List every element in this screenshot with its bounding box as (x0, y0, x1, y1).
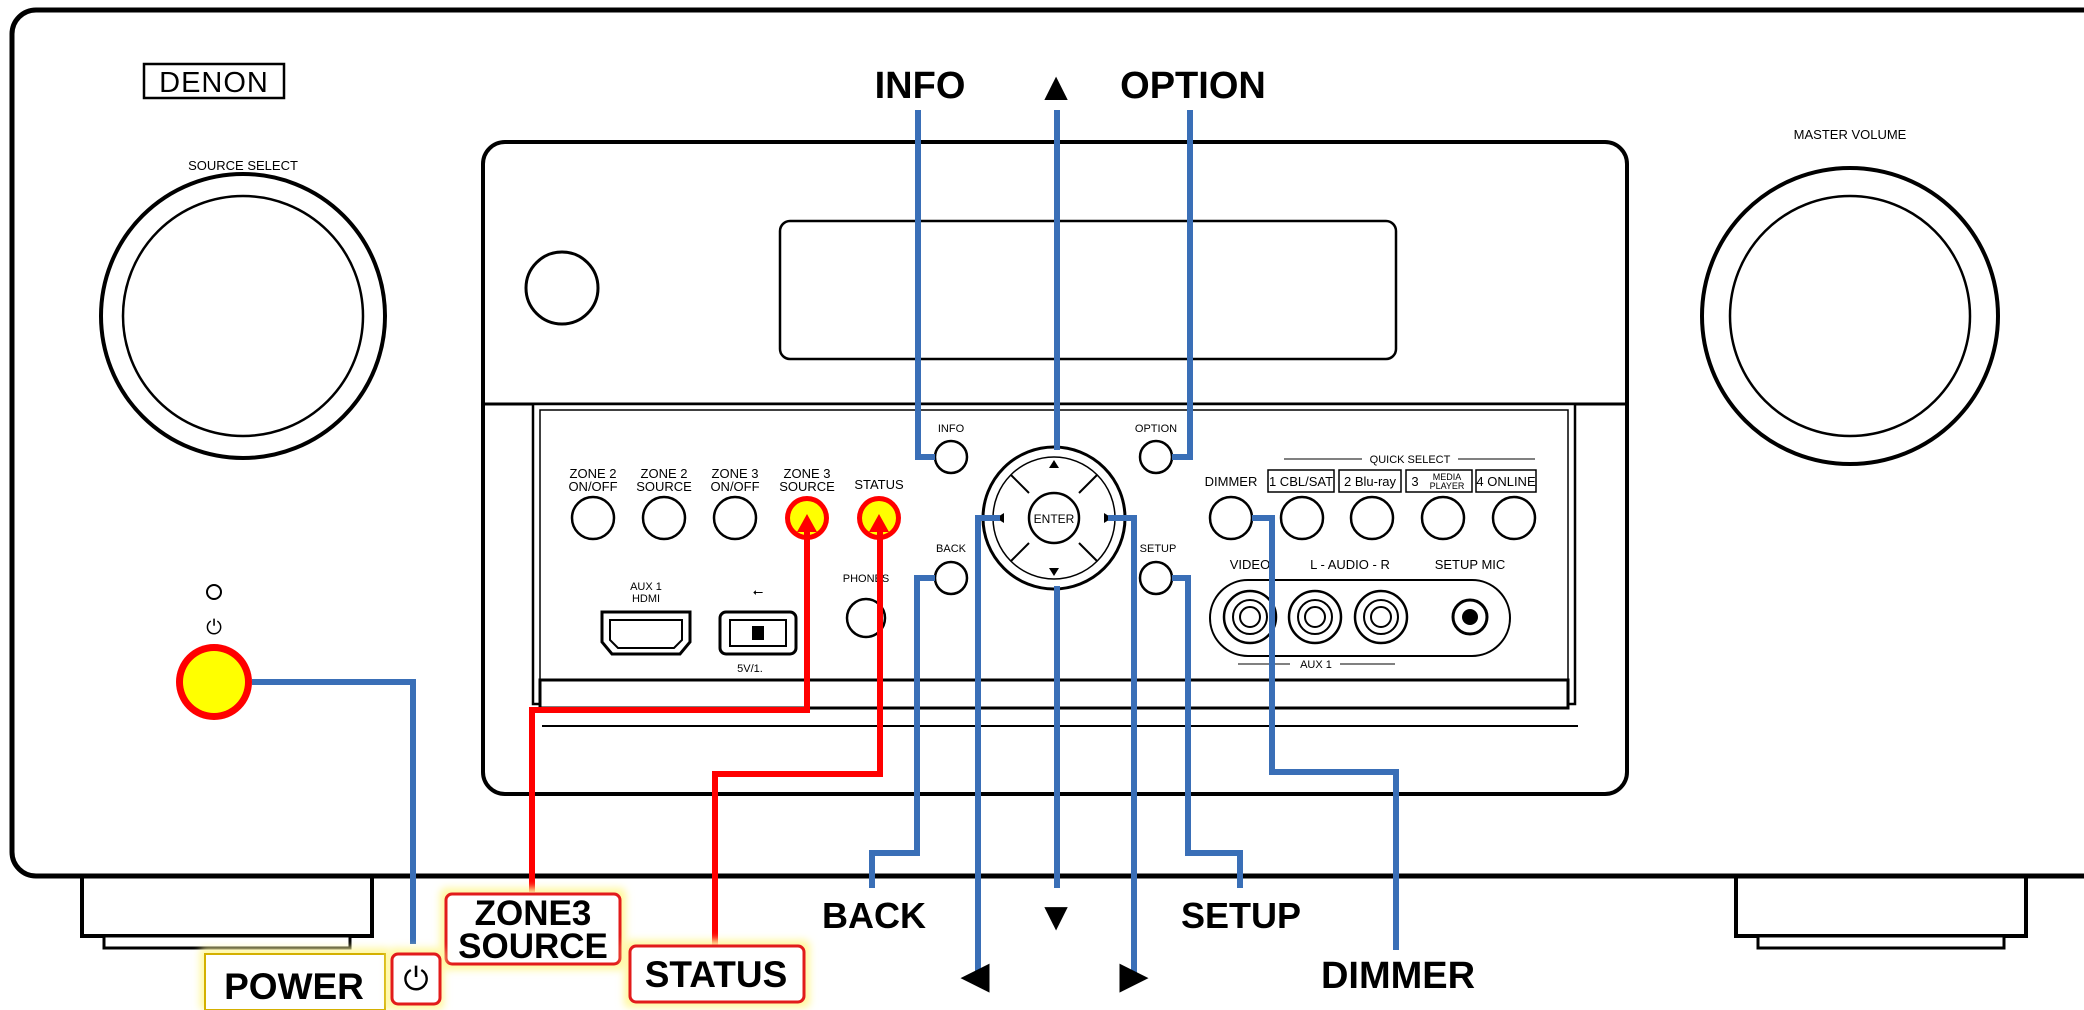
status-button-label: STATUS (854, 477, 904, 492)
leader-zone3-source (529, 528, 810, 892)
zone3-source-label-line1: ZONE 3 (784, 466, 831, 481)
power-indicator-icon: ⏻ (206, 617, 222, 639)
leader-status (712, 528, 883, 946)
aux1-hdmi-port[interactable]: AUX 1 HDMI (600, 581, 692, 656)
back-button[interactable]: BACK (933, 543, 969, 596)
leader-dimmer (1252, 515, 1399, 950)
enter-button-label: ENTER (1034, 512, 1075, 526)
leader-info (915, 110, 935, 460)
nav-down-button[interactable] (1049, 568, 1059, 576)
power-indicator-led (206, 584, 222, 600)
leader-option (1172, 110, 1193, 460)
left-foot (80, 872, 374, 950)
quick-select-4-label: 4 ONLINE (1476, 474, 1536, 489)
setup-mic-label: SETUP MIC (1435, 557, 1506, 572)
callout-status-box: STATUS (624, 940, 810, 1008)
setup-mic-jack[interactable] (1451, 598, 1489, 636)
red-leader-lines (529, 514, 889, 946)
quick-select-1-label: 1 CBL/SAT (1269, 474, 1333, 489)
zone2-onoff-button[interactable]: ZONE 2 ON/OFF (568, 466, 618, 541)
callout-zone3-source-line2: SOURCE (458, 927, 608, 966)
right-foot (1734, 872, 2028, 950)
zone2-source-button[interactable]: ZONE 2 SOURCE (636, 466, 692, 541)
video-jack[interactable] (1222, 589, 1278, 645)
info-button[interactable]: INFO (933, 423, 969, 475)
quick-select-label: QUICK SELECT (1370, 454, 1451, 466)
quick-select-2-button[interactable]: 2 Blu-ray (1338, 469, 1402, 541)
usb-port[interactable]: ⭠ 5V/1. (718, 584, 798, 675)
callout-power-symbol-box: ⏻ (388, 948, 444, 1010)
zone2-onoff-label-line2: ON/OFF (568, 479, 617, 494)
callout-info: INFO (875, 65, 966, 107)
callout-setup: SETUP (1181, 895, 1301, 936)
callout-up-arrow: ▲ (1036, 65, 1076, 109)
enter-button[interactable]: ENTER (1027, 491, 1081, 545)
aux1-group-label: AUX 1 (1300, 659, 1332, 671)
callout-back: BACK (822, 895, 926, 936)
back-button-label: BACK (936, 543, 967, 555)
usb-rating-label: 5V/1. (737, 663, 763, 675)
zone2-source-label-line2: SOURCE (636, 479, 692, 494)
leader-right (1108, 515, 1137, 975)
nav-up-button[interactable] (1049, 460, 1059, 468)
callout-zone3-source-line1: ZONE3 (475, 894, 592, 933)
quick-select-3-label-line2: PLAYER (1430, 481, 1465, 491)
audio-l-jack[interactable] (1287, 589, 1343, 645)
zone3-onoff-button[interactable]: ZONE 3 ON/OFF (710, 466, 760, 541)
usb-icon: ⭠ (753, 584, 763, 599)
source-select-label: SOURCE SELECT (188, 158, 298, 173)
quick-select-1-button[interactable]: 1 CBL/SAT (1267, 469, 1335, 541)
leader-back (869, 575, 935, 888)
zone3-onoff-label-line1: ZONE 3 (712, 466, 759, 481)
callout-dimmer: DIMMER (1321, 955, 1475, 997)
dimmer-button[interactable]: DIMMER (1205, 474, 1258, 541)
zone3-source-label-line2: SOURCE (779, 479, 835, 494)
quick-select-3-label-line1: MEDIA (1433, 472, 1462, 482)
quick-select-3-button[interactable]: 3 MEDIA PLAYER (1405, 469, 1473, 541)
denon-logo: DENON (142, 62, 286, 100)
denon-logo-text: DENON (159, 67, 269, 99)
video-label: VIDEO (1230, 557, 1270, 572)
callout-status-text: STATUS (645, 954, 788, 995)
zone3-onoff-label-line2: ON/OFF (710, 479, 759, 494)
master-volume-label: MASTER VOLUME (1794, 127, 1907, 142)
callout-power-icon: ⏻ (403, 961, 428, 997)
dimmer-button-label: DIMMER (1205, 474, 1258, 489)
remote-sensor (524, 250, 600, 326)
callout-right-arrow: ▶ (1119, 955, 1149, 997)
leader-left (975, 515, 1000, 975)
setup-button-label: SETUP (1140, 543, 1177, 555)
leader-setup (1172, 575, 1243, 888)
callout-power-box: POWER (200, 948, 390, 1010)
power-button[interactable] (176, 644, 252, 720)
blue-leader-lines (252, 110, 1399, 975)
master-volume-knob[interactable] (1700, 166, 2000, 466)
zone2-onoff-label-line1: ZONE 2 (570, 466, 617, 481)
quick-select-3-number: 3 (1411, 474, 1418, 489)
option-button-label: OPTION (1135, 423, 1177, 435)
callout-down-arrow: ▼ (1036, 895, 1076, 939)
display-window (778, 219, 1398, 361)
callout-zone3-source-box: ZONE3 SOURCE (440, 888, 626, 970)
aux1-hdmi-label-line1: AUX 1 (630, 581, 662, 593)
quick-select-2-label: 2 Blu-ray (1344, 474, 1397, 489)
zone2-source-label-line1: ZONE 2 (641, 466, 688, 481)
aux1-hdmi-label-line2: HDMI (632, 593, 660, 605)
navigation-pad: ENTER (981, 445, 1127, 591)
callout-power-text: POWER (224, 966, 364, 1007)
audio-label: L - AUDIO - R (1310, 557, 1390, 572)
callout-left-arrow: ◀ (960, 955, 990, 997)
audio-r-jack[interactable] (1353, 589, 1409, 645)
quick-select-4-button[interactable]: 4 ONLINE (1475, 469, 1537, 541)
leader-power (252, 679, 416, 944)
callout-option: OPTION (1120, 65, 1266, 107)
source-select-knob[interactable] (99, 172, 387, 460)
info-button-label: INFO (938, 423, 965, 435)
